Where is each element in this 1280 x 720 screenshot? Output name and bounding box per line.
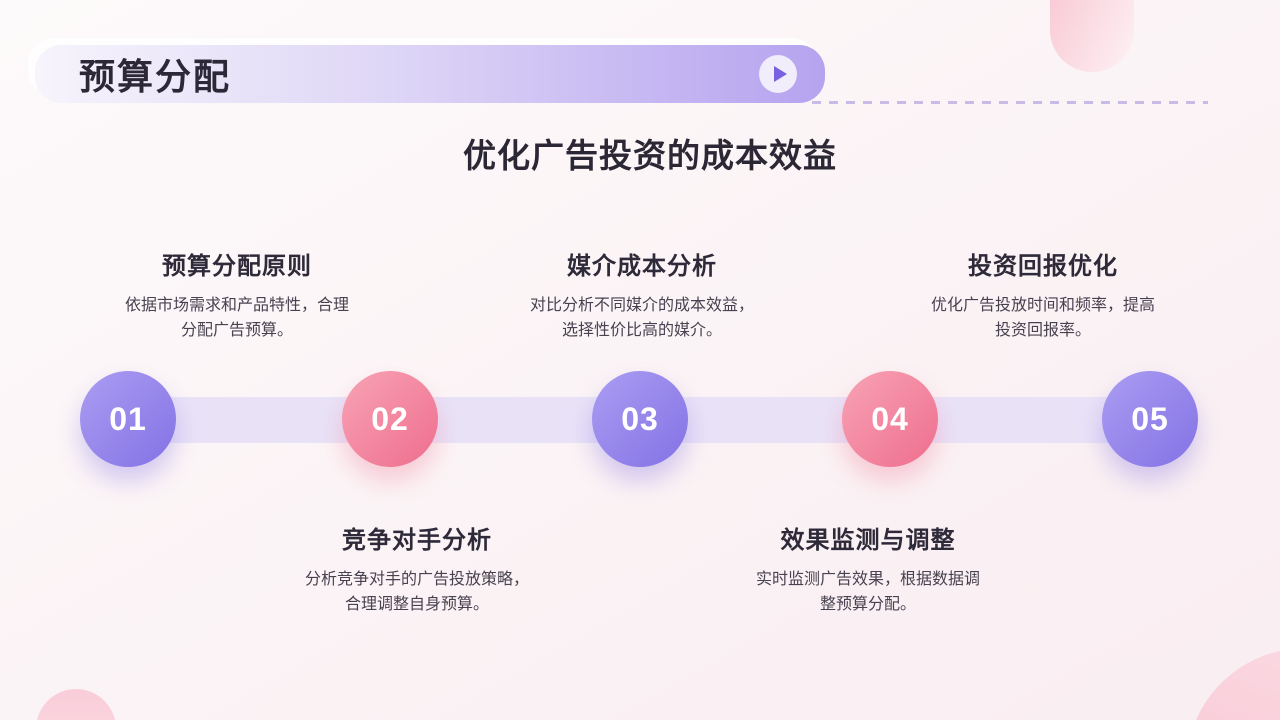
slide-subtitle: 优化广告投资的成本效益 <box>463 137 837 174</box>
step-description-line: 选择性价比高的媒介。 <box>561 322 722 339</box>
timeline-step-circle-01: 01 <box>80 371 176 467</box>
decoration-pill-top-right <box>1050 0 1134 72</box>
step-title: 媒介成本分析 <box>567 253 717 280</box>
step-description: 依据市场需求和产品特性，合理 分配广告预算。 <box>87 293 387 343</box>
play-button[interactable] <box>759 55 797 93</box>
step-number: 05 <box>1131 400 1169 437</box>
timeline-step-circle-05: 05 <box>1102 371 1198 467</box>
step-description: 分析竞争对手的广告投放策略， 合理调整自身预算。 <box>267 567 567 617</box>
play-icon <box>773 66 787 82</box>
step-title: 效果监测与调整 <box>780 527 956 554</box>
header-dashed-line <box>812 101 1208 104</box>
step-number: 04 <box>871 400 909 437</box>
step-text-block-01: 预算分配原则 依据市场需求和产品特性，合理 分配广告预算。 <box>87 246 387 343</box>
step-text-block-05: 投资回报优化 优化广告投放时间和频率，提高 投资回报率。 <box>893 246 1193 343</box>
step-description-line: 整预算分配。 <box>819 596 916 613</box>
step-number: 03 <box>621 400 659 437</box>
step-text-block-02: 竞争对手分析 分析竞争对手的广告投放策略， 合理调整自身预算。 <box>267 520 567 617</box>
page-title: 预算分配 <box>79 56 232 97</box>
decoration-circle-bottom-right <box>1186 648 1280 720</box>
step-description-line: 投资回报率。 <box>994 322 1091 339</box>
step-text-block-03: 媒介成本分析 对比分析不同媒介的成本效益， 选择性价比高的媒介。 <box>492 246 792 343</box>
step-text-block-04: 效果监测与调整 实时监测广告效果，根据数据调 整预算分配。 <box>718 520 1018 617</box>
step-description-line: 对比分析不同媒介的成本效益， <box>529 297 754 314</box>
decoration-circle-bottom-left <box>36 689 116 720</box>
step-description: 实时监测广告效果，根据数据调 整预算分配。 <box>718 567 1018 617</box>
header-banner: 预算分配 <box>35 45 825 103</box>
step-description-line: 分配广告预算。 <box>180 322 293 339</box>
step-description: 对比分析不同媒介的成本效益， 选择性价比高的媒介。 <box>492 293 792 343</box>
timeline-step-circle-04: 04 <box>842 371 938 467</box>
timeline-step-circle-03: 03 <box>592 371 688 467</box>
step-title: 投资回报优化 <box>968 253 1118 280</box>
step-title: 预算分配原则 <box>162 253 312 280</box>
step-title: 竞争对手分析 <box>342 527 492 554</box>
step-description: 优化广告投放时间和频率，提高 投资回报率。 <box>893 293 1193 343</box>
step-number: 02 <box>371 400 409 437</box>
step-description-line: 依据市场需求和产品特性，合理 <box>124 297 349 314</box>
step-description-line: 合理调整自身预算。 <box>344 596 489 613</box>
step-description-line: 分析竞争对手的广告投放策略， <box>304 571 529 588</box>
step-description-line: 优化广告投放时间和频率，提高 <box>930 297 1155 314</box>
timeline-step-circle-02: 02 <box>342 371 438 467</box>
step-number: 01 <box>109 400 147 437</box>
step-description-line: 实时监测广告效果，根据数据调 <box>755 571 980 588</box>
